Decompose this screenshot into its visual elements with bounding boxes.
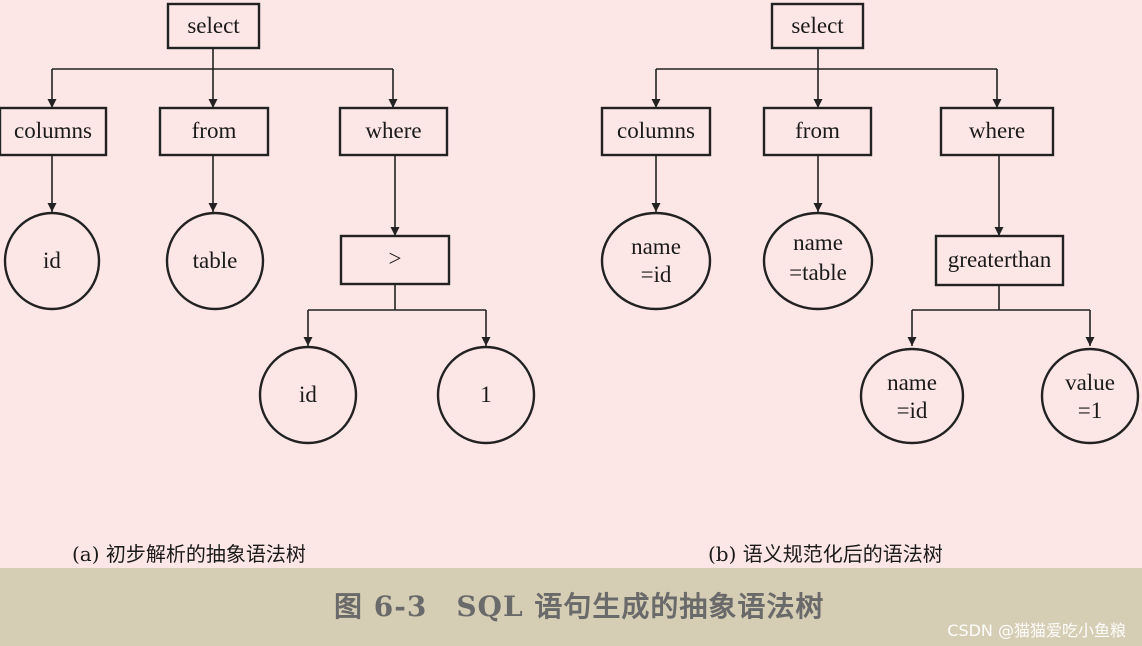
b-op-right-node: value =1 bbox=[1040, 347, 1140, 445]
b-op-node: greaterthan bbox=[934, 234, 1065, 287]
a-op-left-label: id bbox=[299, 382, 317, 407]
b-from-label: from bbox=[795, 118, 840, 143]
b-op-left-line2: =id bbox=[897, 398, 928, 423]
b-op-left-line1: name bbox=[887, 370, 937, 395]
a-columns-node: columns bbox=[0, 106, 108, 157]
tree-b: select columns from where name =id name … bbox=[600, 2, 1140, 445]
watermark: CSDN @猫猫爱吃小鱼粮 bbox=[947, 621, 1126, 640]
caption-a: (a) 初步解析的抽象语法树 bbox=[72, 542, 306, 566]
a-op-left-node: id bbox=[258, 345, 358, 445]
b-op-label: greaterthan bbox=[948, 247, 1052, 272]
a-table-label: table bbox=[193, 248, 238, 273]
a-from-label: from bbox=[192, 118, 237, 143]
b-from-leaf-line2: =table bbox=[789, 260, 847, 285]
b-where-node: where bbox=[939, 106, 1055, 157]
a-id-label: id bbox=[43, 248, 61, 273]
figure-caption-bar: 图 6-3 SQL 语句生成的抽象语法树 CSDN @猫猫爱吃小鱼粮 bbox=[0, 568, 1142, 646]
a-where-node: where bbox=[338, 106, 449, 157]
b-op-left-node: name =id bbox=[859, 347, 965, 445]
tree-a: select columns from where id table > id bbox=[0, 2, 536, 445]
b-select-node: select bbox=[770, 2, 865, 50]
b-columns-node: columns bbox=[600, 106, 712, 157]
b-columns-label: columns bbox=[617, 118, 695, 143]
a-table-node: table bbox=[165, 211, 265, 311]
a-op-right-node: 1 bbox=[436, 345, 536, 445]
a-from-node: from bbox=[158, 106, 270, 157]
a-select-label: select bbox=[187, 13, 240, 38]
a-columns-label: columns bbox=[14, 118, 92, 143]
a-op-label: > bbox=[389, 246, 402, 271]
b-select-label: select bbox=[791, 13, 844, 38]
a-select-node: select bbox=[166, 2, 261, 50]
caption-b: (b) 语义规范化后的语法树 bbox=[708, 542, 943, 566]
b-col-leaf-node: name =id bbox=[600, 211, 712, 311]
b-col-leaf-line2: =id bbox=[641, 262, 672, 287]
b-where-label: where bbox=[969, 118, 1025, 143]
a-id-node: id bbox=[3, 211, 101, 311]
b-op-right-line2: =1 bbox=[1078, 398, 1102, 423]
a-op-node: > bbox=[339, 234, 451, 286]
a-where-label: where bbox=[365, 118, 421, 143]
b-from-leaf-node: name =table bbox=[762, 211, 874, 311]
b-from-leaf-line1: name bbox=[793, 230, 843, 255]
b-col-leaf-line1: name bbox=[631, 234, 681, 259]
figure-title: 图 6-3 SQL 语句生成的抽象语法树 bbox=[334, 590, 825, 623]
b-from-node: from bbox=[762, 106, 873, 157]
b-op-right-line1: value bbox=[1065, 370, 1115, 395]
a-op-right-label: 1 bbox=[480, 382, 492, 407]
